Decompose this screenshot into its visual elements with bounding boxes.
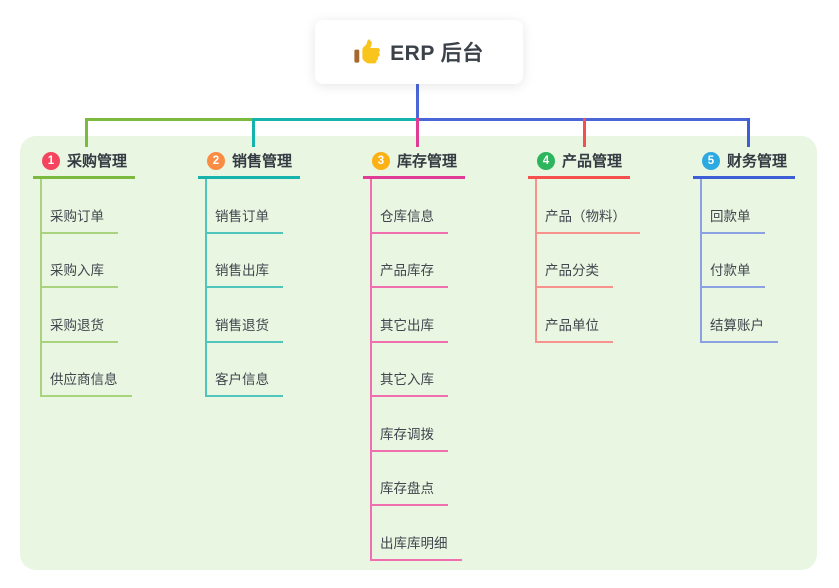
branch-drop-line xyxy=(747,118,750,147)
root-node-label: ERP 后台 xyxy=(390,42,484,65)
item-label: 供应商信息 xyxy=(40,368,132,397)
item-label: 产品库存 xyxy=(370,259,448,288)
branch-items-line xyxy=(40,179,42,397)
item-node[interactable]: 其它入库 xyxy=(363,343,465,397)
branch-node-5[interactable]: 5 财务管理 xyxy=(693,148,796,179)
item-node[interactable]: 客户信息 xyxy=(198,343,300,397)
item-node[interactable]: 销售订单 xyxy=(198,179,300,234)
branch-column: 5 财务管理回款单付款单结算账户 xyxy=(693,148,796,343)
root-connector-line xyxy=(416,83,419,121)
item-label: 其它入库 xyxy=(370,368,448,397)
item-node[interactable]: 供应商信息 xyxy=(33,343,135,397)
branch-items: 采购订单采购入库采购退货供应商信息 xyxy=(33,179,135,397)
item-node[interactable]: 销售退货 xyxy=(198,288,300,343)
branch-label: 产品管理 xyxy=(562,153,623,170)
branch-number-badge: 1 xyxy=(42,151,60,170)
item-node[interactable]: 产品单位 xyxy=(528,288,640,343)
branch-items-line xyxy=(700,179,702,343)
branch-items-line xyxy=(205,179,207,397)
connector-bus-segment xyxy=(253,118,418,121)
branch-drop-line xyxy=(416,118,419,147)
item-node[interactable]: 结算账户 xyxy=(693,288,795,343)
branch-number-badge: 5 xyxy=(702,151,720,170)
branch-number-badge: 2 xyxy=(207,151,225,170)
branch-number-badge: 4 xyxy=(537,151,555,170)
item-node[interactable]: 库存盘点 xyxy=(363,452,465,506)
item-node[interactable]: 采购退货 xyxy=(33,288,135,343)
item-node[interactable]: 采购订单 xyxy=(33,179,135,234)
branch-drop-line xyxy=(583,118,586,147)
item-node[interactable]: 仓库信息 xyxy=(363,179,465,234)
branch-items: 回款单付款单结算账户 xyxy=(693,179,795,343)
item-label: 产品（物料） xyxy=(535,205,640,234)
item-label: 采购退货 xyxy=(40,314,118,343)
branch-items-line xyxy=(535,179,537,343)
item-node[interactable]: 付款单 xyxy=(693,234,795,288)
item-node[interactable]: 产品分类 xyxy=(528,234,640,288)
branch-drop-line xyxy=(252,118,255,147)
branch-number-badge: 3 xyxy=(372,151,390,170)
item-label: 产品分类 xyxy=(535,259,613,288)
item-node[interactable]: 其它出库 xyxy=(363,288,465,343)
item-node[interactable]: 采购入库 xyxy=(33,234,135,288)
branch-items-line xyxy=(370,179,372,561)
item-node[interactable]: 产品（物料） xyxy=(528,179,640,234)
item-label: 采购订单 xyxy=(40,205,118,234)
branch-label: 采购管理 xyxy=(67,153,128,170)
branch-node-1[interactable]: 1 采购管理 xyxy=(33,148,136,179)
branch-node-4[interactable]: 4 产品管理 xyxy=(528,148,631,179)
item-label: 销售退货 xyxy=(205,314,283,343)
branch-items: 销售订单销售出库销售退货客户信息 xyxy=(198,179,300,397)
thumbs-up-icon xyxy=(354,39,381,65)
item-label: 库存调拨 xyxy=(370,423,448,452)
item-node[interactable]: 产品库存 xyxy=(363,234,465,288)
item-label: 出库库明细 xyxy=(370,532,462,561)
item-label: 仓库信息 xyxy=(370,205,448,234)
branch-drop-line xyxy=(85,118,88,147)
branch-column: 1 采购管理采购订单采购入库采购退货供应商信息 xyxy=(33,148,136,397)
item-node[interactable]: 库存调拨 xyxy=(363,397,465,452)
item-label: 销售订单 xyxy=(205,205,283,234)
branch-label: 财务管理 xyxy=(727,153,788,170)
branch-items: 仓库信息产品库存其它出库其它入库库存调拨库存盘点出库库明细 xyxy=(363,179,465,561)
branch-node-2[interactable]: 2 销售管理 xyxy=(198,148,301,179)
branch-node-3[interactable]: 3 库存管理 xyxy=(363,148,466,179)
item-label: 回款单 xyxy=(700,205,765,234)
branch-items: 产品（物料） 产品分类产品单位 xyxy=(528,179,640,343)
item-node[interactable]: 销售出库 xyxy=(198,234,300,288)
item-label: 其它出库 xyxy=(370,314,448,343)
branch-label: 库存管理 xyxy=(397,153,458,170)
item-label: 库存盘点 xyxy=(370,477,448,506)
item-label: 付款单 xyxy=(700,259,765,288)
item-label: 结算账户 xyxy=(700,314,778,343)
branch-column: 4 产品管理产品（物料） 产品分类产品单位 xyxy=(528,148,640,343)
root-node[interactable]: ERP 后台 xyxy=(315,20,523,84)
item-node[interactable]: 出库库明细 xyxy=(363,506,465,561)
item-label: 采购入库 xyxy=(40,259,118,288)
branch-column: 3 库存管理仓库信息产品库存其它出库其它入库库存调拨库存盘点出库库明细 xyxy=(363,148,466,561)
item-label: 销售出库 xyxy=(205,259,283,288)
item-node[interactable]: 回款单 xyxy=(693,179,795,234)
branches-panel xyxy=(20,136,817,570)
branch-label: 销售管理 xyxy=(232,153,293,170)
item-label: 客户信息 xyxy=(205,368,283,397)
connector-bus-segment xyxy=(85,118,255,121)
item-label: 产品单位 xyxy=(535,314,613,343)
branch-column: 2 销售管理销售订单销售出库销售退货客户信息 xyxy=(198,148,301,397)
